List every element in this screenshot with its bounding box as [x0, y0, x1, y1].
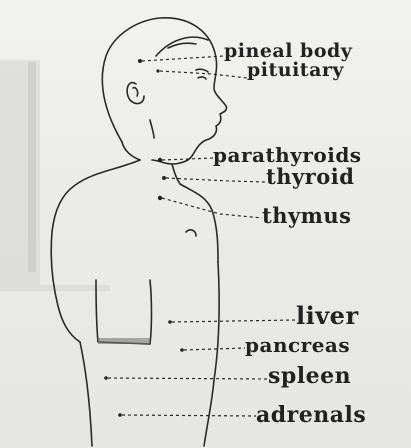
- liver-dot: [168, 320, 172, 324]
- parathyroids-dot: [158, 158, 162, 162]
- left-wall-edge: [28, 62, 36, 272]
- label-spleen: spleen: [268, 365, 351, 387]
- pancreas-leader: [184, 348, 245, 350]
- ear-outline: [127, 83, 144, 104]
- hairline: [156, 37, 208, 56]
- pancreas-dot: [180, 348, 184, 352]
- eye: [198, 77, 206, 79]
- label-thymus: thymus: [262, 205, 351, 226]
- thymus-dot: [158, 196, 162, 200]
- label-adrenals: adrenals: [256, 404, 366, 426]
- spleen-dot: [104, 376, 108, 380]
- torso-front: [204, 262, 219, 446]
- jaw-line: [150, 120, 154, 138]
- pineal-dot: [138, 59, 142, 63]
- adrenals-dot: [118, 413, 122, 417]
- eyebrow: [196, 69, 208, 72]
- chest-detail: [186, 230, 196, 236]
- label-pituitary: pituitary: [247, 61, 344, 80]
- label-liver: liver: [296, 304, 359, 328]
- pineal-leader: [142, 56, 224, 61]
- gland-markers: [104, 59, 184, 417]
- spleen-leader: [108, 378, 268, 379]
- thyroid-dot: [162, 176, 166, 180]
- neck-back: [122, 142, 140, 160]
- thyroid-leader: [166, 178, 266, 182]
- back-shoulder: [51, 160, 140, 342]
- label-pancreas: pancreas: [245, 335, 350, 355]
- leader-lines: [108, 56, 296, 416]
- label-thyroid: thyroid: [266, 166, 354, 187]
- torso-back: [80, 342, 92, 446]
- hair-stroke: [168, 43, 196, 48]
- pituitary-dot: [156, 69, 159, 72]
- liver-leader: [172, 320, 296, 322]
- human-figure-outline: [51, 18, 226, 446]
- thymus-leader: [162, 198, 262, 218]
- adrenals-leader: [122, 415, 256, 416]
- ear-inner: [133, 88, 138, 96]
- arm-base-shade: [98, 338, 150, 344]
- label-parathyroids: parathyroids: [213, 145, 362, 165]
